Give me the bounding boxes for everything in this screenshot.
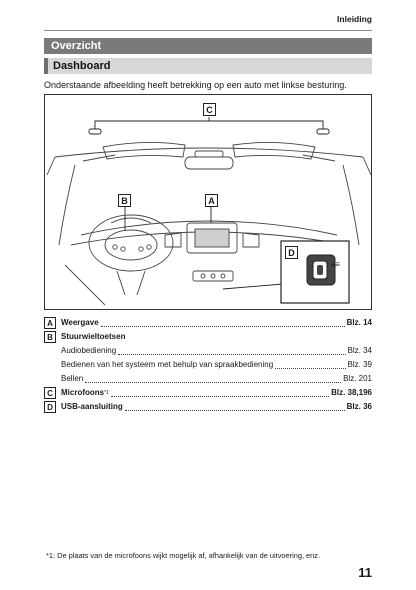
legend-badge: D	[44, 401, 56, 413]
legend-label: Bellen	[61, 374, 84, 383]
callout-d: D	[285, 246, 298, 259]
legend-row: D USB-aansluiting Blz. 36	[44, 400, 372, 414]
footnote: *1: De plaats van de microfoons wijkt mo…	[46, 551, 321, 560]
section-title-overview: Overzicht	[51, 40, 102, 52]
legend-label: Bedienen van het systeem met behulp van …	[61, 360, 274, 369]
legend-page-ref: Blz. 34	[347, 346, 372, 355]
footnote-text: De plaats van de microfoons wijkt mogeli…	[57, 551, 321, 560]
section-bar-dashboard: Dashboard	[44, 58, 372, 74]
leader-dots	[110, 388, 330, 397]
legend-badge: C	[44, 387, 56, 399]
chapter-title: Inleiding	[337, 14, 372, 24]
header-divider	[44, 30, 372, 31]
legend-label: Stuurwieltoetsen	[61, 332, 126, 341]
callout-c: C	[203, 103, 216, 116]
leader-dots	[118, 346, 346, 355]
legend-row: B Stuurwieltoetsen	[44, 330, 372, 344]
legend-label: Weergave	[61, 318, 99, 327]
callout-a: A	[205, 194, 218, 207]
leader-dots	[124, 402, 345, 411]
usb-icon: ⭁	[331, 259, 340, 271]
legend-label: USB-aansluiting	[61, 402, 123, 411]
page-number: 11	[358, 565, 372, 580]
legend-badge: A	[44, 317, 56, 329]
legend-page-ref: Blz. 36	[346, 402, 372, 411]
section-bar-overview: Overzicht	[44, 38, 372, 54]
legend-label: Audiobediening	[61, 346, 117, 355]
section-marker	[44, 58, 48, 74]
dashboard-illustration: C B A D ⭁	[44, 94, 372, 310]
leader-dots	[85, 374, 342, 383]
legend-label: Microfoons	[61, 388, 105, 397]
legend-page-ref: Blz. 38,196	[331, 388, 372, 397]
legend-row: Bedienen van het systeem met behulp van …	[44, 358, 372, 372]
callout-b: B	[118, 194, 131, 207]
legend-page-ref: Blz. 14	[346, 318, 372, 327]
legend-badge: B	[44, 331, 56, 343]
legend-page-ref: Blz. 201	[343, 374, 372, 383]
legend-row: Audiobediening Blz. 34	[44, 344, 372, 358]
leader-dots	[100, 318, 345, 327]
section-title-dashboard: Dashboard	[53, 60, 111, 72]
legend-row: C Microfoons*1 Blz. 38,196	[44, 386, 372, 400]
footnote-mark: *1	[46, 551, 53, 560]
legend-page-ref: Blz. 39	[347, 360, 372, 369]
legend-row: A Weergave Blz. 14	[44, 316, 372, 330]
legend-footnote-ref: *1	[104, 390, 109, 396]
intro-text: Onderstaande afbeelding heeft betrekking…	[44, 80, 347, 90]
legend-row: Bellen Blz. 201	[44, 372, 372, 386]
leader-dots	[275, 360, 346, 369]
